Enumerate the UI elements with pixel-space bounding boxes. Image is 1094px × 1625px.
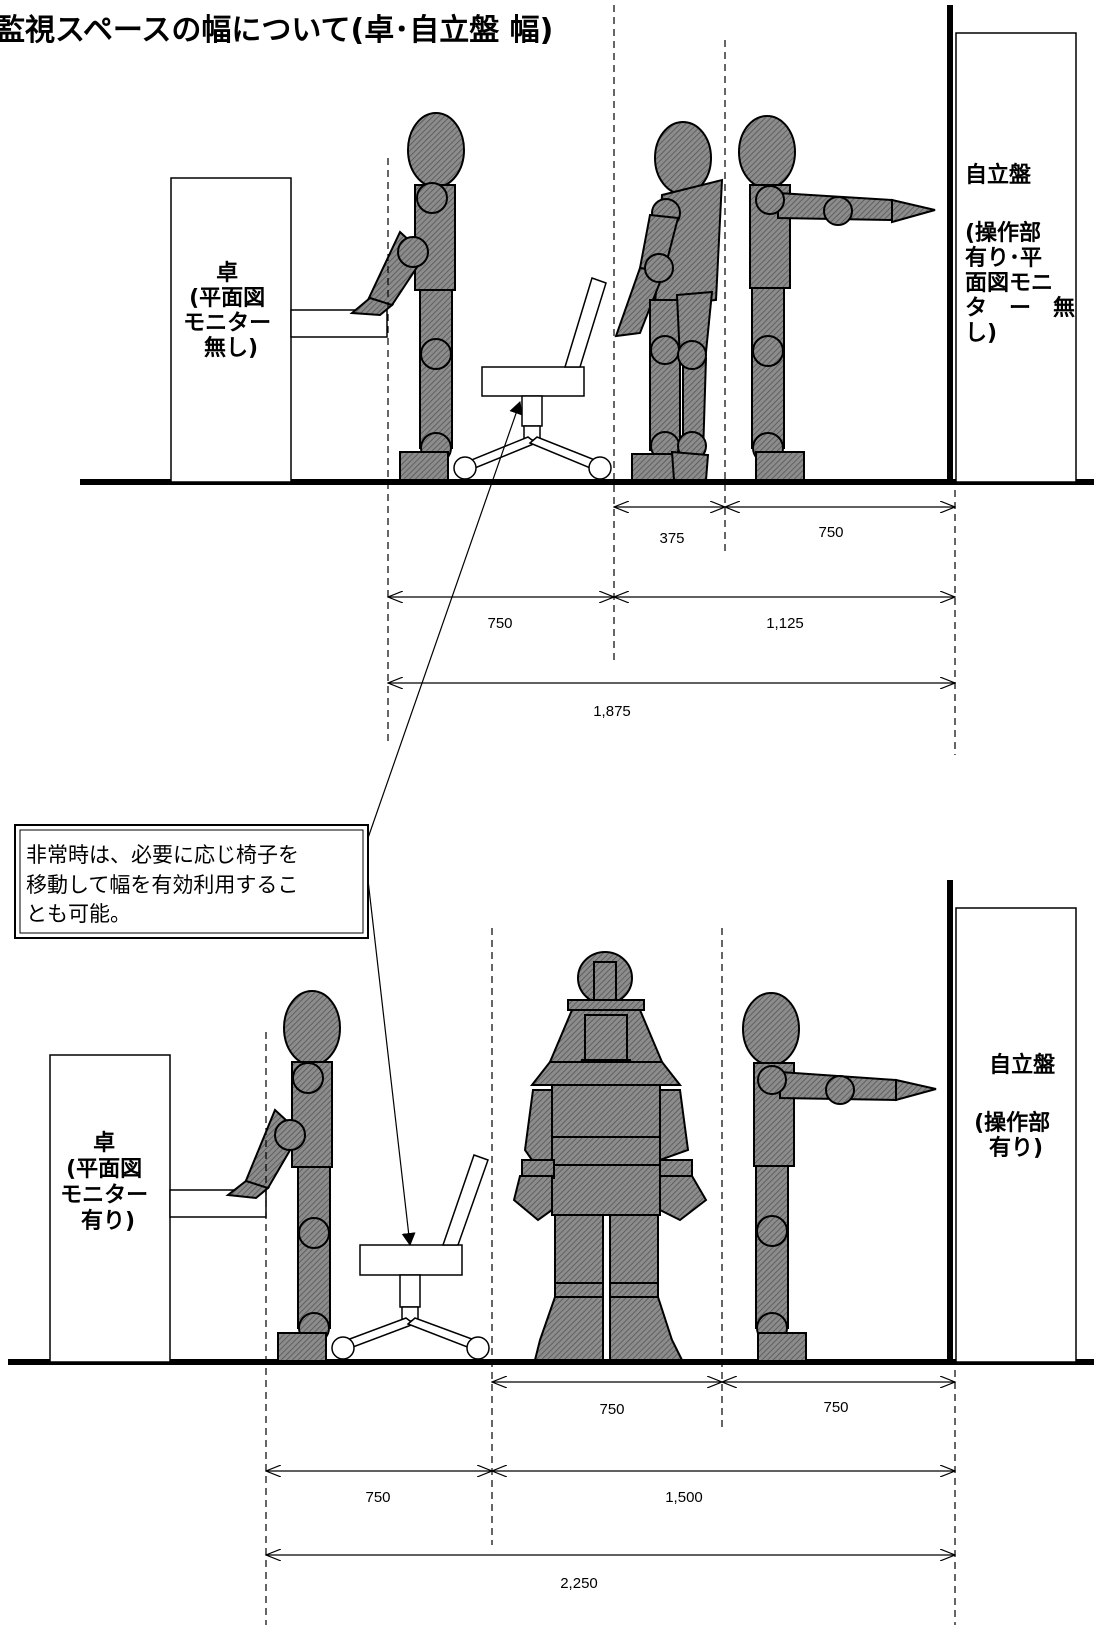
dim-label: 1,875 bbox=[593, 703, 631, 720]
top-scene: 自立盤 (操作部 有り･平 面図モニ タ ー 無 し) 卓 (平面図 モニター … bbox=[80, 5, 1094, 755]
page-title: 監視スペースの幅について(卓･自立盤 幅) bbox=[0, 13, 553, 48]
desk-label: 卓 (平面図 モニター 有り) bbox=[60, 1131, 156, 1234]
panel-label: 自立盤 (操作部 有り) bbox=[974, 1052, 1063, 1161]
operator-figure bbox=[225, 990, 341, 1362]
panel-label: 自立盤 (操作部 有り･平 面図モニ タ ー 無 し) bbox=[965, 162, 1083, 346]
dim-label: 750 bbox=[599, 1401, 624, 1418]
desk-box bbox=[170, 177, 292, 483]
operator-figure bbox=[349, 112, 465, 481]
dim-label: 1,500 bbox=[665, 1489, 703, 1506]
note-text: 非常時は、必要に応じ椅子を 移動して幅を有効利用するこ とも可能。 bbox=[26, 843, 306, 926]
note-callout: 非常時は、必要に応じ椅子を 移動して幅を有効利用するこ とも可能。 bbox=[14, 401, 523, 1246]
chair bbox=[453, 277, 612, 480]
dim-label: 750 bbox=[818, 524, 843, 541]
bottom-scene: 自立盤 (操作部 有り) 卓 (平面図 モニター 有り) bbox=[8, 880, 1094, 1625]
walking-figure bbox=[614, 121, 724, 481]
desk-box bbox=[49, 1054, 171, 1363]
pointing-figure bbox=[738, 115, 936, 481]
desk-label: 卓 (平面図 モニター 無し) bbox=[183, 261, 279, 361]
firefighter-figure bbox=[512, 951, 708, 1361]
dim-label: 750 bbox=[823, 1399, 848, 1416]
dim-label: 750 bbox=[487, 615, 512, 632]
chair bbox=[331, 1154, 490, 1360]
dim-label: 375 bbox=[659, 530, 684, 547]
dim-label: 750 bbox=[365, 1489, 390, 1506]
dim-label: 2,250 bbox=[560, 1575, 598, 1592]
panel-box bbox=[955, 32, 1077, 483]
panel-box bbox=[955, 907, 1077, 1363]
pointing-figure bbox=[742, 992, 937, 1362]
dim-label: 1,125 bbox=[766, 615, 804, 632]
